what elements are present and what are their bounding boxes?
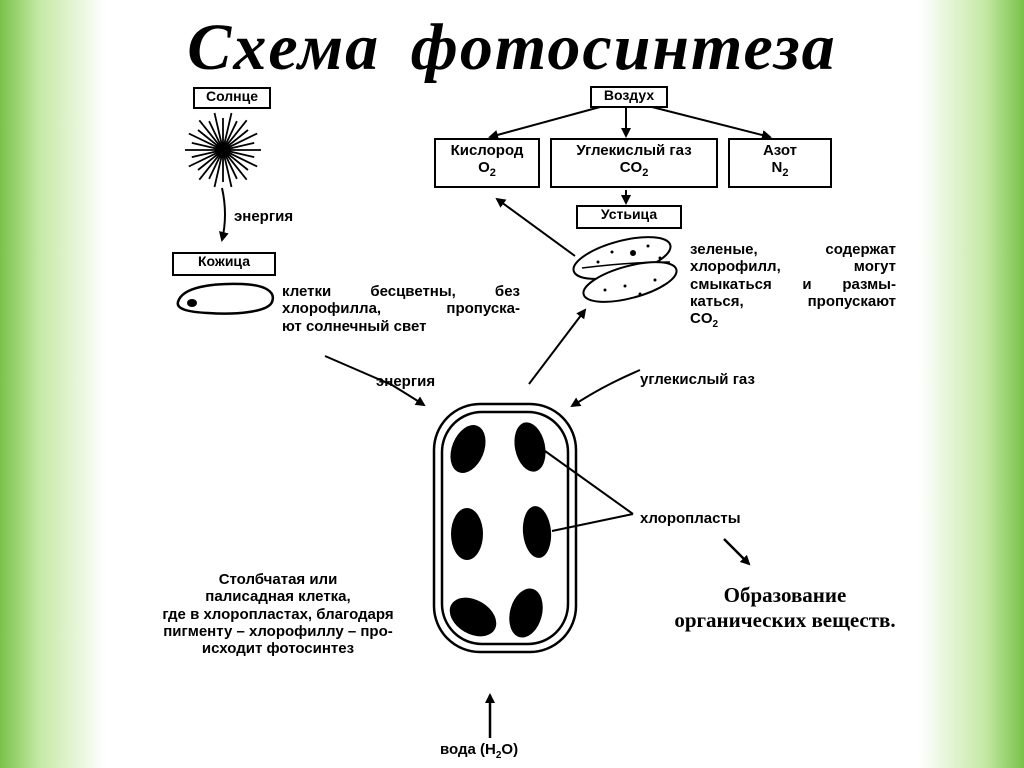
sun-ray bbox=[228, 142, 255, 150]
skin-description-line: ют солнечный свет bbox=[282, 317, 427, 335]
sun-ray bbox=[191, 150, 218, 158]
chloroplasts-label: хлоропласты bbox=[640, 510, 741, 527]
stomata-co2: CO bbox=[690, 310, 713, 327]
stomata-description: зеленые, содержат хлорофилл, могут смыка… bbox=[690, 241, 896, 331]
oxygen-name: Кислород bbox=[450, 142, 524, 159]
skin-description: клетки бесцветны, без хлорофилла, пропус… bbox=[282, 283, 520, 335]
oxygen-formula-sub: 2 bbox=[489, 166, 496, 179]
sun-ray bbox=[224, 120, 238, 145]
air-arrows bbox=[488, 106, 772, 205]
nitrogen-formula-sub: 2 bbox=[782, 166, 789, 179]
sun-ray bbox=[198, 119, 221, 146]
sun-ray bbox=[198, 154, 221, 181]
stomata-co2-sub: 2 bbox=[712, 319, 719, 330]
chloroplast bbox=[514, 422, 546, 472]
co2-formula-sub: 2 bbox=[642, 166, 649, 179]
sun-core bbox=[215, 142, 231, 158]
oxygen-arrow bbox=[495, 197, 576, 257]
water-text: вода (H bbox=[440, 741, 496, 758]
palisade-line: палисадная клетка, bbox=[205, 588, 351, 606]
chloroplast bbox=[451, 508, 483, 560]
organic-line: Образование bbox=[723, 583, 847, 607]
sun-ray bbox=[188, 151, 218, 168]
chloroplast bbox=[450, 425, 486, 473]
sun-ray bbox=[227, 152, 249, 171]
sun-label: Солнце bbox=[205, 88, 259, 104]
sun-ray bbox=[223, 112, 233, 145]
palisade-line: Столбчатая или bbox=[218, 571, 338, 588]
sun-ray bbox=[228, 150, 255, 158]
water-label: вода (H2O) bbox=[440, 741, 518, 762]
co2-arrow bbox=[570, 369, 641, 408]
sun-ray bbox=[227, 129, 249, 148]
sun-label-box: Солнце bbox=[193, 87, 271, 109]
cell-to-stomata-arrow bbox=[528, 308, 587, 385]
palisade-description: Столбчатая или палисадная клетка, где в … bbox=[118, 571, 438, 657]
air-label: Воздух bbox=[603, 87, 655, 103]
energy-label-bottom: энергия bbox=[376, 373, 436, 390]
sun-ray bbox=[225, 119, 248, 146]
stomata-icon bbox=[572, 236, 678, 303]
stomata-label-box: Устьица bbox=[576, 205, 682, 229]
chloroplast bbox=[449, 597, 497, 637]
stomata-description-line: каться, пропускают bbox=[690, 292, 896, 310]
oxygen-formula: O bbox=[478, 158, 490, 176]
sun-icon bbox=[185, 112, 261, 188]
energy-label-top: энергия bbox=[234, 208, 294, 225]
nitrogen-name: Азот bbox=[762, 142, 798, 159]
sun-ray bbox=[191, 142, 218, 150]
sun-ray bbox=[197, 152, 219, 171]
stomata-co2-line: CO2 bbox=[690, 310, 896, 331]
chloroplast-pointers bbox=[544, 450, 634, 532]
sun-ray bbox=[188, 132, 218, 149]
sun-ray bbox=[225, 154, 248, 181]
chloroplast bbox=[509, 588, 543, 638]
palisade-line: пигменту – хлорофиллу – про- bbox=[163, 622, 393, 640]
chloroplast bbox=[522, 506, 552, 558]
organic-arrow bbox=[723, 538, 751, 566]
palisade-line: где в хлоропластах, благодаря bbox=[162, 605, 394, 623]
sun-ray bbox=[208, 120, 222, 145]
skin-label: Кожица bbox=[197, 253, 250, 269]
sun-ray bbox=[197, 129, 219, 148]
stomata-description-line: хлорофилл, могут bbox=[690, 258, 896, 276]
palisade-line: исходит фотосинтез bbox=[201, 640, 355, 657]
sun-ray bbox=[228, 151, 258, 168]
water-sub: 2 bbox=[495, 750, 502, 761]
sun-ray bbox=[228, 132, 258, 149]
sun-ray bbox=[213, 112, 223, 145]
page-title: Схема фотосинтеза bbox=[187, 11, 837, 84]
nitrogen-box: Азот N2 bbox=[728, 138, 832, 188]
energy-arrow-bottom bbox=[324, 355, 426, 407]
sun-ray bbox=[223, 155, 233, 188]
stomata-description-line: смыкаться и размы- bbox=[690, 275, 896, 293]
oxygen-box: Кислород O2 bbox=[434, 138, 540, 188]
co2-box: Углекислый газ CO2 bbox=[550, 138, 718, 188]
stomata-description-line: зеленые, содержат bbox=[690, 241, 896, 258]
skin-label-box: Кожица bbox=[172, 252, 276, 276]
air-label-box: Воздух bbox=[590, 86, 668, 108]
sun-ray bbox=[224, 155, 238, 180]
nitrogen-formula: N bbox=[771, 158, 783, 176]
skin-description-line: хлорофилла, пропуска- bbox=[282, 300, 520, 318]
skin-cell-icon bbox=[176, 282, 275, 315]
co2-formula: CO bbox=[619, 158, 643, 176]
energy-arrow-top bbox=[219, 187, 229, 242]
sun-ray bbox=[208, 155, 222, 180]
organic-line: органических веществ. bbox=[674, 608, 896, 633]
chloroplasts bbox=[449, 422, 552, 638]
organic-formation: Образование органических веществ. bbox=[640, 583, 930, 633]
water-tail: O) bbox=[501, 741, 519, 758]
co2-label: углекислый газ bbox=[640, 371, 755, 388]
co2-name: Углекислый газ bbox=[576, 142, 692, 159]
skin-description-line: клетки бесцветны, без bbox=[282, 283, 520, 300]
stomata-label: Устьица bbox=[600, 206, 658, 222]
sun-ray bbox=[213, 155, 223, 188]
